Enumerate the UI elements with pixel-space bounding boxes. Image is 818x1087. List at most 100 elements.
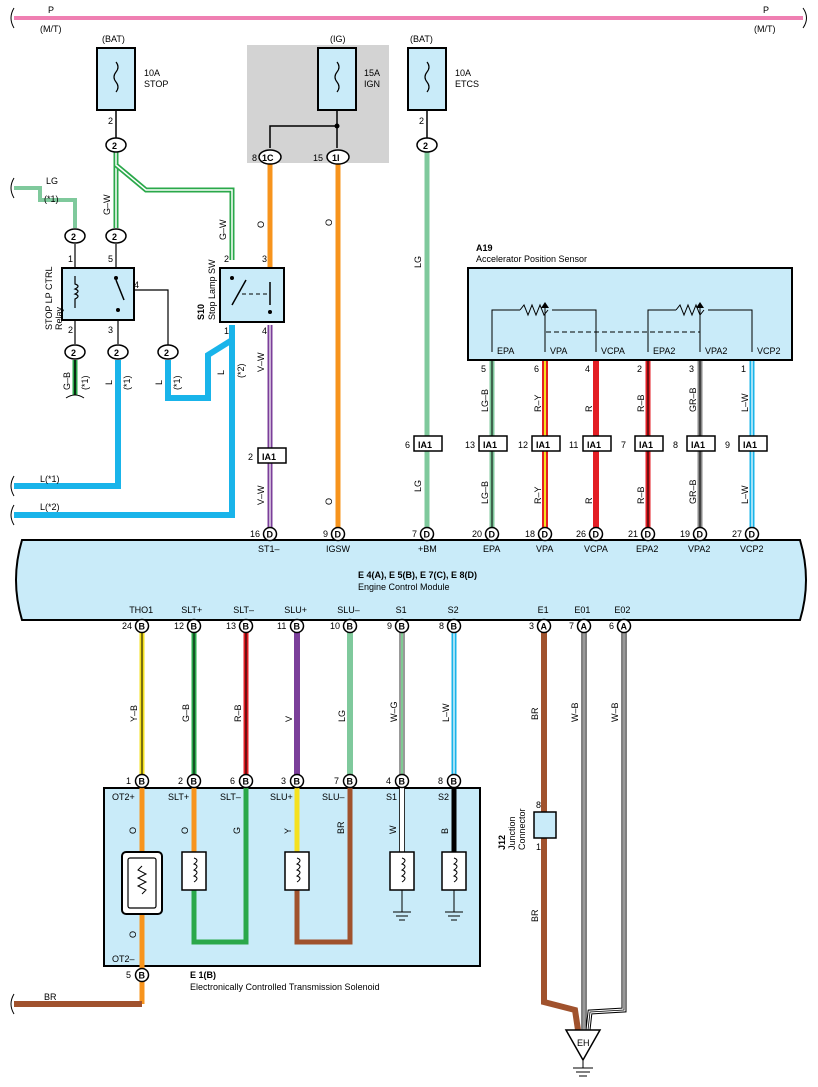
ecm-connector-b: B	[238, 618, 254, 634]
connector-2-relay-2: 2	[64, 344, 86, 360]
solenoid-pin: 7	[334, 776, 339, 786]
top-line-sub-right: (M/T)	[754, 24, 776, 34]
sol-term-sltm: SLT–	[220, 792, 241, 802]
wire-label-l2: L(*2)	[40, 502, 60, 512]
ecm-wire-label: R–Y	[533, 486, 543, 504]
engine-control-module: E 4(A), E 5(B), E 7(C), E 8(D) Engine Co…	[15, 539, 807, 621]
svg-text:2: 2	[164, 348, 169, 358]
ecm-connector-d: D	[419, 526, 435, 542]
wire-label-lg: LG	[46, 176, 58, 186]
bottom-wires	[139, 630, 627, 1031]
sensor-wire-label: LG–B	[480, 389, 490, 412]
relay-pin-2: 2	[68, 325, 73, 335]
sw-pin-4: 4	[262, 326, 267, 336]
wire-label-gw-2: G–W	[218, 219, 228, 240]
ecm-bottom-pin: 3	[529, 621, 534, 631]
wire-l-loop: L (*1) L (*2)	[120, 289, 246, 401]
connector-letter: D	[267, 530, 274, 540]
wire-label-vw-2: V–W	[256, 485, 266, 505]
relay-name-2: Relay	[54, 306, 64, 330]
sensor-terminal-label: VCP2	[757, 346, 781, 356]
wire-label-l-2: L	[154, 380, 164, 385]
ecm-connector-d: D	[484, 526, 500, 542]
solenoid-id: E 1(B)	[190, 970, 216, 980]
ecm-connector-d: D	[537, 526, 553, 542]
solenoid-pin: 6	[230, 776, 235, 786]
ecm-top-pin: 9	[323, 529, 328, 539]
connector-letter: B	[243, 622, 250, 632]
connector-letter: B	[139, 777, 146, 787]
ecm-bottom-wire-label: LG	[337, 710, 347, 722]
j12-pin-bottom: 1	[536, 842, 541, 852]
wire-label-plus1: (*1)	[44, 194, 59, 204]
ecm-connector-d: D	[692, 526, 708, 542]
ecm-top-terminal-layer: D16ST1–D9IGSWD7+BMD20EPAD18VPAD26VCPAD21…	[250, 526, 764, 554]
ecm-top-label: IGSW	[326, 544, 351, 554]
ecm-bottom-pin: 7	[569, 621, 574, 631]
connector-letter: A	[541, 622, 548, 632]
connector-letter: D	[645, 530, 652, 540]
sensor-id: A19	[476, 243, 493, 253]
fuse-etcs-source: (BAT)	[410, 34, 433, 44]
fuse-stop-amp: 10A	[144, 68, 160, 78]
sensor-terminal-label: EPA	[497, 346, 514, 356]
ia1-connector	[582, 435, 612, 452]
wire-gb: G–B (*1)	[62, 360, 90, 399]
sensor-terminal-label: VCPA	[601, 346, 625, 356]
ia1-connector	[478, 435, 508, 452]
ecm-bottom-label: SLT+	[181, 605, 202, 615]
sol-term-ot2m: OT2–	[112, 954, 135, 964]
svg-text:2: 2	[112, 232, 117, 242]
fuse-icon	[334, 61, 340, 93]
svg-text:B: B	[440, 828, 450, 834]
wire-label-gw: G–W	[102, 194, 112, 215]
solenoid-connector-b: B	[186, 773, 202, 789]
ground-eh: EH	[564, 1029, 602, 1077]
connector-letter: B	[347, 777, 354, 787]
junction-connector: 8 1 J12 Junction Connector BR BR W–B W–B	[497, 702, 620, 922]
fuse-ign: (IG) 15A IGN	[269, 34, 380, 148]
wire-label-wb-2: W–B	[610, 702, 620, 722]
wire-l1: L (*1) L(*1)	[10, 360, 132, 497]
ground-label: EH	[577, 1038, 590, 1048]
sensor-terminal-layer: EPA5LG–BIA113LG–BVPA6R–YIA112R–YVCPA4RIA…	[465, 346, 781, 504]
j12-line1: Junction	[507, 816, 517, 850]
ecm-connector-b: B	[342, 618, 358, 634]
sol-term-s2: S2	[438, 792, 449, 802]
sensor-pin: 5	[481, 364, 486, 374]
ecm-connector-b: B	[446, 618, 462, 634]
ecm-wire-label: L–W	[740, 485, 750, 504]
fuse-stop-name: STOP	[144, 79, 168, 89]
sensor-pin: 6	[534, 364, 539, 374]
slu-solenoid-icon	[284, 851, 310, 891]
ia1-connector	[531, 435, 561, 452]
ecm-bottom-pin: 12	[174, 621, 184, 631]
solenoid-pin: 5	[126, 970, 131, 980]
connector-2-stop: 2	[105, 137, 127, 153]
ecm-bottom-label: S1	[396, 605, 407, 615]
ia1-label: IA1	[483, 440, 497, 450]
ecm-top-label: +BM	[418, 544, 437, 554]
ecm-connector-d: D	[330, 526, 346, 542]
ecm-wire-label: LG–B	[480, 481, 490, 504]
sol-term-sltp: SLT+	[168, 792, 189, 802]
ecm-bottom-wire-label: L–W	[441, 703, 451, 722]
ecm-bottom-pin: 9	[387, 621, 392, 631]
ia1-connector	[738, 435, 768, 452]
sol-term-s1: S1	[386, 792, 397, 802]
svg-text:W: W	[388, 825, 398, 834]
ecm-connector-b: B	[134, 618, 150, 634]
ecm-connector-a: A	[616, 618, 632, 634]
wire-label-vw: V–W	[256, 352, 266, 372]
connector-letter: D	[749, 530, 756, 540]
ia1-connectors: IA1 2 IA1 10A	[248, 435, 443, 464]
connector-letter: A	[621, 622, 628, 632]
ecm-top-label: EPA2	[636, 544, 658, 554]
svg-text:2: 2	[423, 141, 428, 151]
ecm-connector-d: D	[640, 526, 656, 542]
sw-name: Stop Lamp SW	[207, 259, 217, 320]
ia1-connector	[686, 435, 716, 452]
svg-text:8: 8	[252, 153, 257, 163]
